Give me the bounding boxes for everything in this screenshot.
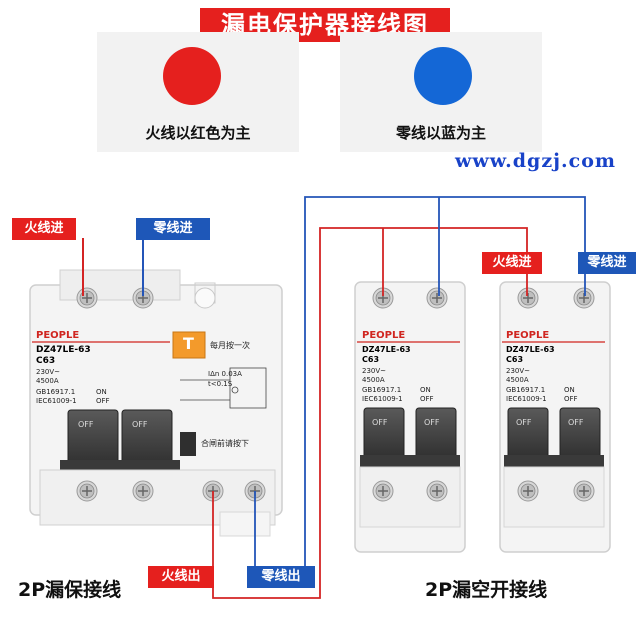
rcbo-brand: PEOPLE <box>36 330 80 341</box>
breaker2-handle-left-label: OFF <box>516 418 532 427</box>
breaker2-voltage: 230V~ <box>506 367 531 375</box>
rcbo-spec-line2: t<0.1S <box>208 380 233 388</box>
rcbo-screw-top-left <box>76 287 98 309</box>
breaker1-handle-left-label: OFF <box>372 418 388 427</box>
caption-left: 2P漏保接线 <box>18 579 122 601</box>
rcbo-screw-bottom-left <box>76 480 98 502</box>
tag-neutral-in: 零线进 <box>136 218 210 240</box>
tag-live-in: 火线进 <box>12 218 76 240</box>
wire-neutral-out <box>254 196 586 569</box>
tag-neutral-out: 零线出 <box>247 566 315 588</box>
breaker1-rating: C63 <box>362 355 380 364</box>
rcbo-standard2: IEC61009-1 <box>36 397 77 405</box>
breaker-1-device <box>354 281 466 553</box>
breaker1-standard1: GB16917.1 <box>362 386 402 394</box>
breaker2-handle-right-label: OFF <box>568 418 584 427</box>
breaker1-handle-right-label: OFF <box>424 418 440 427</box>
rcbo-screw-bottom-right <box>132 480 154 502</box>
caption-right: 2P漏空开接线 <box>425 579 548 601</box>
breaker1-voltage: 230V~ <box>362 367 387 375</box>
rcbo-on-label: ON <box>96 388 107 396</box>
rcbo-test-button[interactable]: T <box>183 334 194 353</box>
rcbo-rating: C63 <box>36 356 56 366</box>
breaker2-rating: C63 <box>506 355 524 364</box>
breaker-2-device <box>499 281 611 553</box>
breaker2-off-label: OFF <box>564 395 578 403</box>
breaker2-brand: PEOPLE <box>506 330 550 341</box>
rcbo-standard1: GB16917.1 <box>36 388 76 396</box>
rcbo-voltage: 230V~ <box>36 368 61 376</box>
breaker2-model: DZ47LE-63 <box>506 345 555 354</box>
legend-live-panel: 火线以红色为主 <box>97 32 299 152</box>
breaker1-standard2: IEC61009-1 <box>362 395 403 403</box>
breaker1-on-label: ON <box>420 386 431 394</box>
breaker2-capacity: 4500A <box>506 376 529 384</box>
legend-neutral-text: 零线以蓝为主 <box>395 124 486 142</box>
breaker2-on-label: ON <box>564 386 575 394</box>
tag-live-in-breaker2: 火线进 <box>482 252 542 274</box>
breaker1-model: DZ47LE-63 <box>362 345 411 354</box>
tag-neutral-in-breaker2: 零线进 <box>578 252 636 274</box>
rcbo-spec-line1: IΔn 0.03A <box>208 370 242 378</box>
breaker2-standard1: GB16917.1 <box>506 386 546 394</box>
breaker1-capacity: 4500A <box>362 376 385 384</box>
website-watermark: www.dgzj.com <box>455 150 616 172</box>
rcbo-device <box>29 269 283 526</box>
rcbo-test-note: 每月按一次 <box>210 341 250 350</box>
rcbo-handle-left-label: OFF <box>78 420 94 429</box>
legend-live-text: 火线以红色为主 <box>145 124 251 142</box>
blue-dot-icon <box>414 47 472 105</box>
breaker2-standard2: IEC61009-1 <box>506 395 547 403</box>
rcbo-capacity: 4500A <box>36 377 59 385</box>
rcbo-handle-right-label: OFF <box>132 420 148 429</box>
rcbo-reset-note: 合闸前请按下 <box>201 439 249 448</box>
tag-live-out: 火线出 <box>148 566 214 588</box>
breaker1-off-label: OFF <box>420 395 434 403</box>
rcbo-off-label: OFF <box>96 397 110 405</box>
legend-neutral-panel: 零线以蓝为主 <box>340 32 542 152</box>
rcbo-model: DZ47LE-63 <box>36 345 91 355</box>
red-dot-icon <box>163 47 221 105</box>
breaker1-brand: PEOPLE <box>362 330 406 341</box>
